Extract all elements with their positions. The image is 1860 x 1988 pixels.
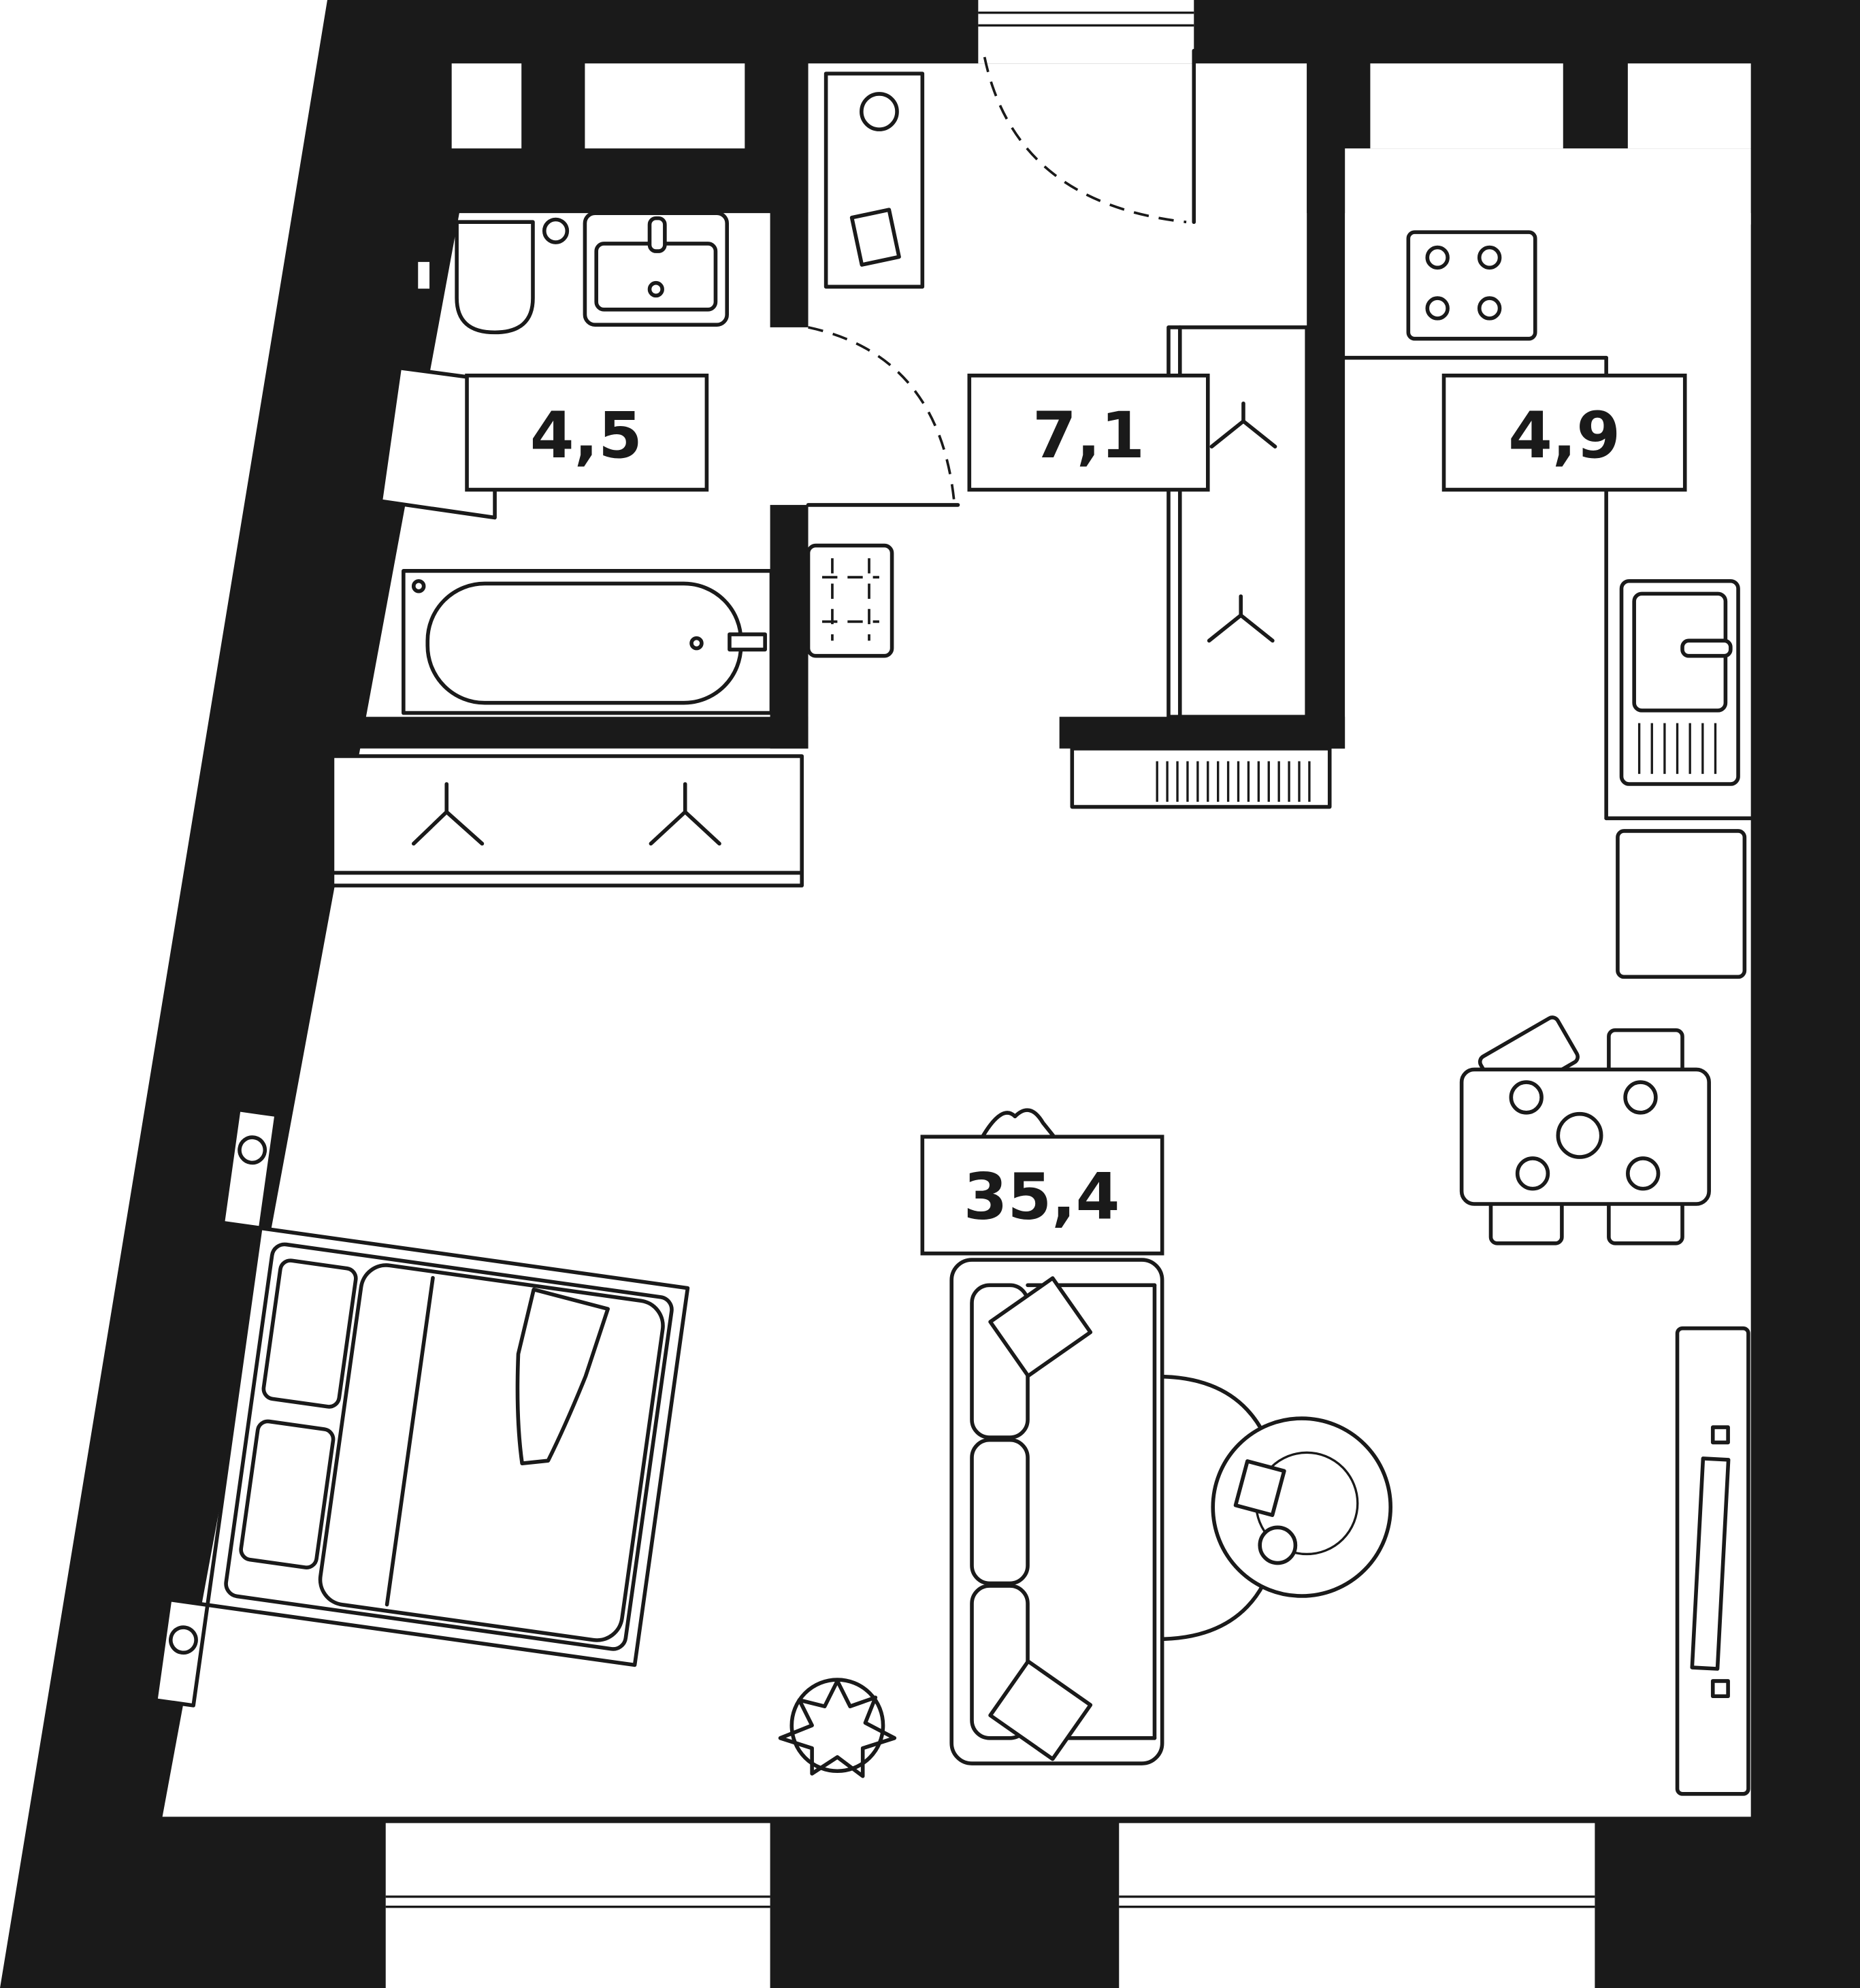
plant-icon — [1258, 1525, 1298, 1565]
wall — [1307, 63, 1345, 749]
bathtub — [402, 569, 774, 715]
sofa — [949, 1258, 1164, 1765]
window — [451, 63, 522, 149]
bath-mat — [806, 543, 894, 658]
area-label: 7,1 — [1032, 398, 1145, 472]
window — [385, 1823, 770, 1988]
plant-icon — [981, 1108, 1056, 1138]
hanger-icon — [1209, 401, 1277, 449]
wall — [336, 717, 809, 749]
area-label: 4,9 — [1508, 398, 1620, 472]
hanger-icon — [1207, 594, 1275, 643]
bathroom-sink — [583, 211, 730, 327]
area-label: 4,5 — [530, 398, 642, 472]
drain — [542, 217, 570, 244]
bed — [153, 1107, 690, 1708]
radiator — [1070, 747, 1332, 809]
stove — [1406, 230, 1537, 341]
window — [1119, 1823, 1595, 1988]
toilet — [414, 220, 535, 335]
room-label-living-room: 35,4 — [920, 1135, 1164, 1256]
coffee-table — [1211, 1416, 1393, 1598]
room-label-bathroom: 4,5 — [465, 373, 709, 492]
hanger-icon — [411, 782, 485, 846]
window — [1627, 63, 1751, 149]
window — [1370, 63, 1563, 149]
plant-icon — [778, 1678, 897, 1778]
area-label: 35,4 — [964, 1159, 1120, 1233]
window — [585, 63, 745, 149]
kitchen-sink — [1619, 579, 1740, 786]
wall — [770, 504, 809, 749]
room-label-kitchen: 4,9 — [1441, 373, 1687, 492]
tv-stand — [1675, 1326, 1750, 1796]
wardrobe-living — [330, 754, 804, 887]
wall — [1059, 717, 1345, 749]
dining-table — [1459, 1015, 1711, 1245]
fridge — [1616, 829, 1747, 979]
wall — [770, 63, 809, 327]
room-label-hallway: 7,1 — [967, 373, 1210, 492]
entrance-door-opening — [978, 0, 1194, 64]
hanger-icon — [649, 782, 721, 846]
kitchen-floor-top — [1345, 148, 1751, 225]
shoe-cabinet — [823, 71, 925, 289]
